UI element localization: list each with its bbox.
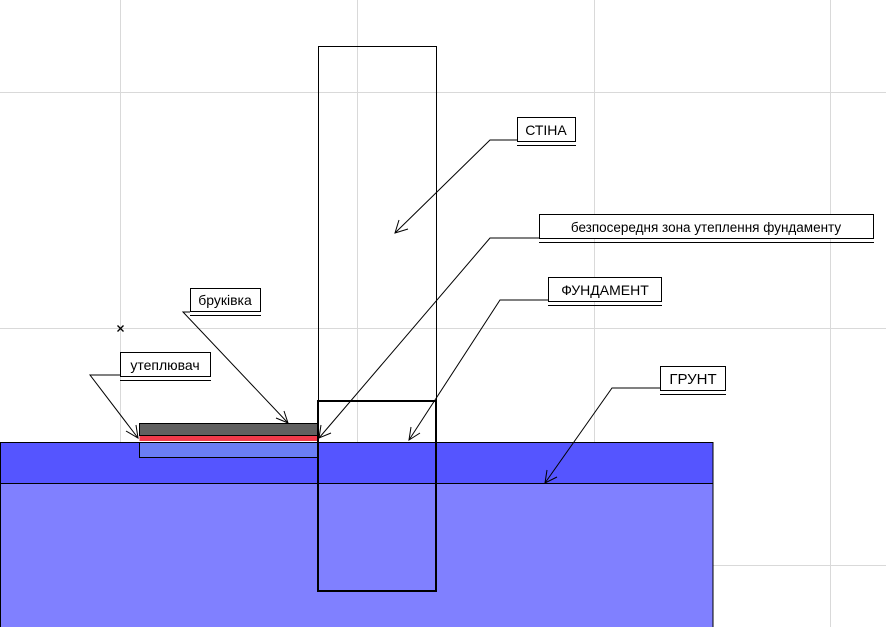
arrowhead-insulation-zone	[318, 424, 332, 439]
insulation-board	[139, 442, 318, 458]
paving-layer	[139, 423, 318, 436]
ground-lower-layer	[0, 483, 713, 627]
label-wall: СТІНА	[525, 122, 567, 138]
label-ground-box: ГРУНТ	[660, 366, 726, 395]
ground-outline	[0, 442, 714, 632]
label-ground: ГРУНТ	[669, 371, 716, 388]
label-insulation: утеплювач	[130, 357, 199, 373]
label-wall-box: СТІНА	[517, 117, 576, 146]
label-insulation-zone: безпосередня зона утеплення фундаменту	[571, 220, 842, 235]
wall	[318, 46, 437, 402]
label-insulation-zone-box: безпосередня зона утеплення фундаменту	[539, 214, 874, 243]
label-insulation-box: утеплювач	[120, 352, 211, 381]
leader-insulation	[88, 374, 139, 439]
label-foundation: ФУНДАМЕНТ	[561, 282, 649, 298]
arrowhead-insulation	[125, 424, 139, 439]
leader-ground	[544, 387, 660, 484]
leader-paving	[181, 311, 289, 424]
leader-wall	[394, 139, 517, 234]
leader-foundation	[408, 299, 548, 441]
label-foundation-box: ФУНДАМЕНТ	[548, 277, 662, 306]
membrane-red-layer	[139, 436, 318, 441]
label-paving-box: бруківка	[190, 288, 261, 316]
leader-insulation-zone	[318, 237, 541, 439]
leader-lines	[88, 139, 660, 484]
arrowhead-ground	[544, 469, 558, 484]
arrowhead-paving	[275, 410, 289, 424]
ground-top-layer	[0, 442, 713, 483]
arrowhead-wall	[394, 219, 409, 234]
label-paving: бруківка	[198, 292, 252, 308]
cross-marker	[117, 325, 124, 332]
arrowhead-foundation	[408, 426, 421, 442]
